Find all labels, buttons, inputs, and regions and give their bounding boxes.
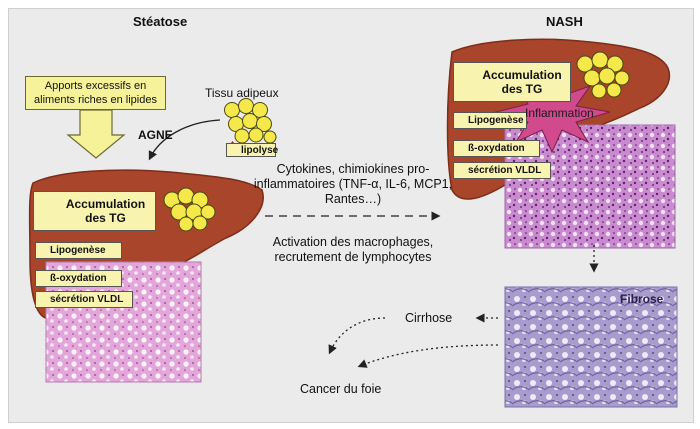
activation-text: Activation des macrophages, recrutement … — [272, 235, 434, 264]
nash-title: NASH — [546, 14, 583, 29]
cirrhose-label: Cirrhose — [405, 311, 453, 325]
inflammation-label: Inflammation — [525, 106, 594, 120]
right-vldl-tag: sécrétion VLDL — [453, 162, 551, 179]
apports-down-arrow — [66, 109, 126, 159]
apports-box: Apports excessifs en aliments riches en … — [25, 76, 166, 110]
adipose-tissue-cluster — [224, 98, 277, 144]
fibrose-label: Fibrose — [620, 292, 664, 306]
cirrhose-to-cancer-arrow — [328, 317, 386, 355]
fibrosis-histology-image — [504, 286, 678, 408]
lipolyse-tag: lipolyse — [226, 143, 278, 157]
cancer-label: Cancer du foie — [300, 382, 382, 396]
tissu-adipeux-label: Tissu adipeux — [205, 86, 279, 100]
right-oxydation-tag: ß-oxydation — [453, 140, 540, 157]
right-lipogenese-tag: Lipogenèse — [453, 112, 527, 129]
left-vldl-tag: sécrétion VLDL — [35, 291, 133, 308]
agne-curved-arrow — [148, 119, 221, 161]
right-fat-cluster — [576, 51, 630, 99]
fibrose-to-cancer-arrow — [357, 344, 499, 368]
agne-label: AGNE — [138, 128, 173, 142]
left-lipogenese-tag: Lipogenèse — [35, 242, 122, 259]
steatose-title: Stéatose — [133, 14, 188, 29]
left-fat-cluster — [163, 187, 216, 232]
left-oxydation-tag: ß-oxydation — [35, 270, 122, 287]
cytokines-text: Cytokines, chimiokines pro-inflammatoire… — [253, 162, 453, 206]
left-accumulation-box: Accumulation des TG — [33, 191, 156, 231]
right-accumulation-box: Accumulation des TG — [453, 62, 571, 102]
